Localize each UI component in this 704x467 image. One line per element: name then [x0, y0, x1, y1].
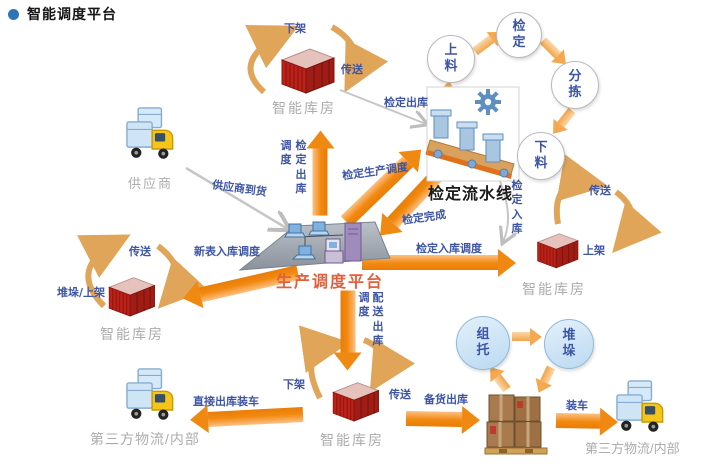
flow-direct-outbound-loading: 直接出库装车	[193, 395, 259, 408]
container-icon	[533, 228, 581, 272]
cycle-arrows-warehouse-bottom	[298, 325, 416, 400]
circle-unload: 下料	[517, 132, 565, 180]
flow-convey-bottom: 传送	[389, 388, 411, 401]
inspection-line-label: 检定流水线	[428, 184, 514, 203]
container-icon	[276, 46, 338, 94]
flow-convey-top: 传送	[341, 63, 363, 76]
container-icon	[328, 378, 382, 424]
flow-stock-outbound: 备货出库	[424, 393, 468, 406]
flow-unshelve-top: 下架	[284, 22, 306, 35]
inspect-inbound-arrow	[497, 175, 508, 242]
flow-convey-right: 传送	[589, 184, 611, 197]
flow-delivery-outbound-dispatch-left: 调度	[358, 291, 370, 319]
flow-unshelve-bottom: 下架	[283, 378, 305, 391]
flow-stack-shelve-left: 堆垛/上架	[57, 286, 106, 299]
flow-shelve-right: 上架	[583, 244, 605, 257]
page-title: 智能调度平台	[27, 6, 117, 22]
supplier-truck-icon	[126, 106, 182, 164]
flow-loading: 装车	[566, 399, 588, 412]
dispatch-platform-icon	[238, 221, 391, 271]
circle-stack: 堆垛	[544, 319, 594, 369]
arrow-palletize-to-stack	[512, 327, 542, 346]
circle-sort: 分拣	[551, 61, 599, 109]
cycle-arrows-warehouse-top	[245, 24, 389, 95]
logistics-right-label: 第三方物流/内部	[585, 441, 680, 456]
arrow-inspect-outbound-dispatch	[312, 148, 328, 216]
flow-inspect-outbound: 检定出库	[384, 96, 428, 109]
logistics-truck-icon	[616, 378, 672, 438]
cycle-arrows-warehouse-left	[76, 234, 209, 309]
inspect-outbound-arrow	[339, 89, 426, 124]
warehouse-left-label: 智能库房	[100, 326, 164, 342]
cycle-arrows-warehouse-right	[553, 154, 662, 254]
logistics-left-label: 第三方物流/内部	[90, 431, 200, 447]
warehouse-right-label: 智能库房	[522, 281, 586, 297]
logistics-truck-icon	[126, 366, 182, 426]
flow-inspect-outbound-dispatch-left: 调度	[280, 139, 292, 167]
circle-inspect: 检定	[496, 12, 542, 58]
flow-new-meter-inbound-dispatch: 新表入库调度	[194, 245, 260, 258]
warehouse-bottom-label: 智能库房	[320, 432, 384, 448]
flow-inspect-inbound-dispatch: 检定入库调度	[416, 242, 482, 255]
gear-icon	[475, 89, 501, 115]
arrow-stock-outbound	[405, 411, 463, 427]
title-bullet-icon	[8, 9, 19, 20]
warehouse-top-label: 智能库房	[272, 100, 336, 116]
circle-feed: 上料	[427, 35, 475, 83]
flow-inspect-outbound-dispatch-right: 检定出库	[295, 139, 307, 195]
arrow-loading	[555, 413, 601, 429]
circle-palletize: 组托	[456, 316, 510, 370]
flow-delivery-outbound-dispatch-right: 配送出库	[372, 291, 384, 347]
pallet-boxes-icon	[483, 392, 549, 456]
flow-convey-left: 传送	[129, 245, 151, 258]
supplier-label: 供应商	[128, 176, 174, 191]
arrow-inspect-inbound-dispatch	[362, 248, 516, 277]
production-platform-label: 生产调度平台	[276, 274, 385, 291]
supplier-arrival-arrow	[185, 166, 288, 229]
arrow-delivery-outbound-dispatch	[340, 290, 356, 353]
conveyor-icon	[425, 86, 520, 182]
flow-inspect-inbound: 检定入库	[511, 179, 523, 235]
container-icon	[104, 272, 158, 320]
computer-network-icon	[284, 221, 362, 264]
